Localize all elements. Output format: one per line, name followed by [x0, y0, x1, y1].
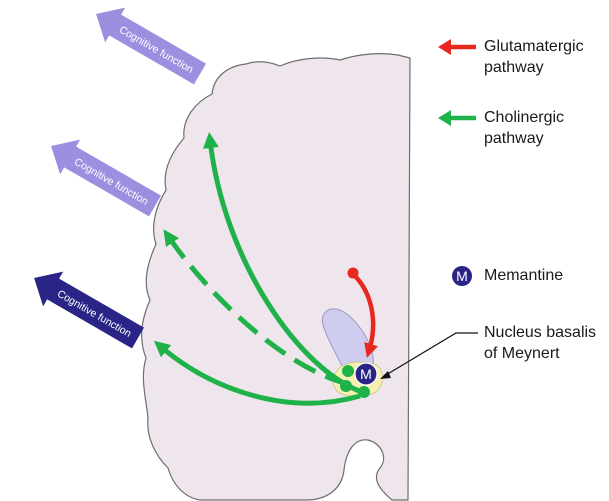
legend-glutamatergic-label: Glutamatergic pathway: [484, 38, 584, 76]
cognitive-arrow-shape: [34, 271, 144, 349]
legend-memantine-icon-letter: M: [456, 268, 468, 284]
cognitive-arrow-label: Cognitive function: [72, 156, 150, 208]
cholinergic-neuron-dot: [358, 386, 370, 398]
cognitive-arrow-label: Cognitive function: [55, 288, 133, 340]
brain-hemisphere: [141, 53, 411, 501]
cognitive-arrow-label: Cognitive function: [117, 24, 195, 76]
legend-cholinergic-icon: [438, 110, 476, 126]
cholinergic-neuron-dot: [342, 365, 354, 377]
legend-glutamatergic-icon: [438, 39, 476, 55]
legend-memantine-label: Memantine: [484, 267, 564, 284]
cognitive-function-arrow-top: Cognitive function: [96, 7, 206, 85]
memantine-badge-letter: M: [360, 366, 372, 382]
cognitive-function-arrow-bottom: Cognitive function: [34, 271, 144, 349]
glutamatergic-pathway-arrow: [351, 272, 379, 358]
cognitive-function-arrow-middle: Cognitive function: [51, 139, 161, 217]
nucleus-pointer-line: [385, 332, 478, 376]
cognitive-arrow-shape: [51, 139, 161, 217]
legend-memantine-icon: [452, 266, 472, 286]
legend-cholinergic-label: Cholinergic pathway: [484, 109, 565, 147]
nucleus-basalis-label: Nucleus basalis of Meynert: [484, 324, 597, 362]
cholinergic-neuron-dot: [340, 380, 352, 392]
cholinergic-pathway-arrow-lower: [153, 340, 361, 406]
nucleus-pointer-arrowhead: [380, 371, 391, 379]
memantine-badge: [354, 362, 378, 386]
cognitive-arrow-shape: [96, 7, 206, 85]
cholinergic-pathway-arrow-dashed: [163, 229, 349, 387]
